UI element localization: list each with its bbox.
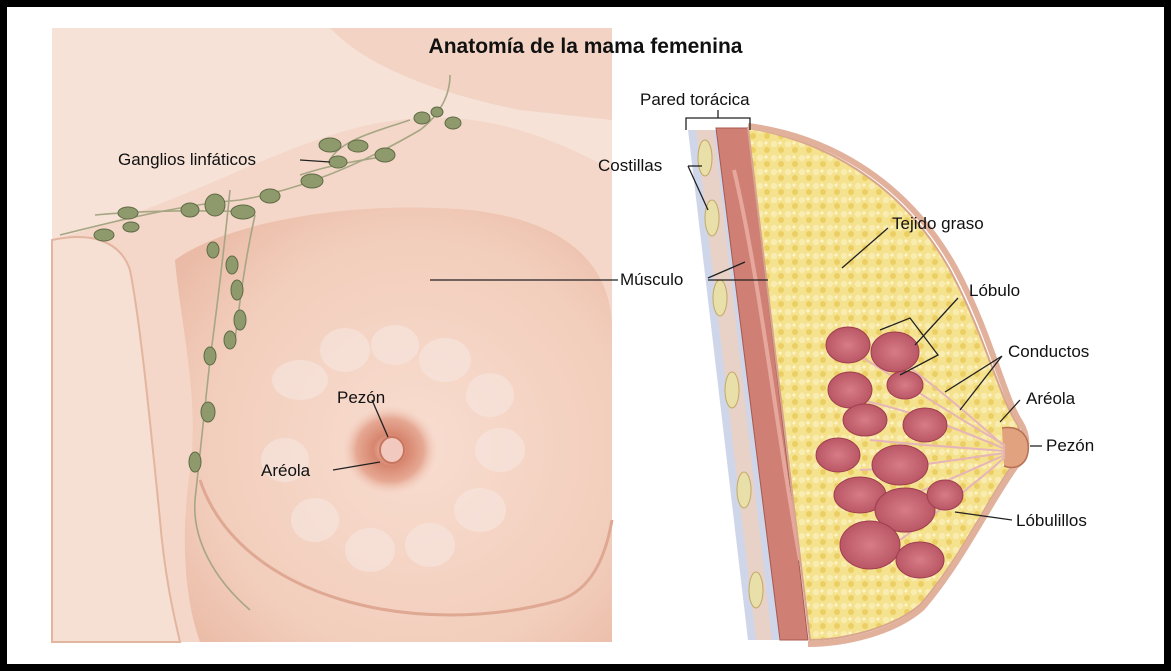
label-areola-side: Aréola <box>1026 390 1075 407</box>
label-tejido: Tejido graso <box>892 215 984 232</box>
diagram-title: Anatomía de la mama femenina <box>0 35 1171 59</box>
label-ganglios: Ganglios linfáticos <box>118 151 256 168</box>
label-conductos: Conductos <box>1008 343 1089 360</box>
label-lobulillos: Lóbulillos <box>1016 512 1087 529</box>
label-areola-front: Aréola <box>261 462 310 479</box>
label-pared: Pared torácica <box>640 91 750 108</box>
front-view <box>52 28 612 642</box>
label-pezon-side: Pezón <box>1046 437 1094 454</box>
side-view <box>688 126 1028 644</box>
nipple-front <box>380 437 404 463</box>
label-musculo: Músculo <box>620 271 683 288</box>
leader-pared <box>686 110 750 130</box>
label-lobulo: Lóbulo <box>969 282 1020 299</box>
label-pezon-front: Pezón <box>337 389 385 406</box>
label-costillas: Costillas <box>598 157 662 174</box>
